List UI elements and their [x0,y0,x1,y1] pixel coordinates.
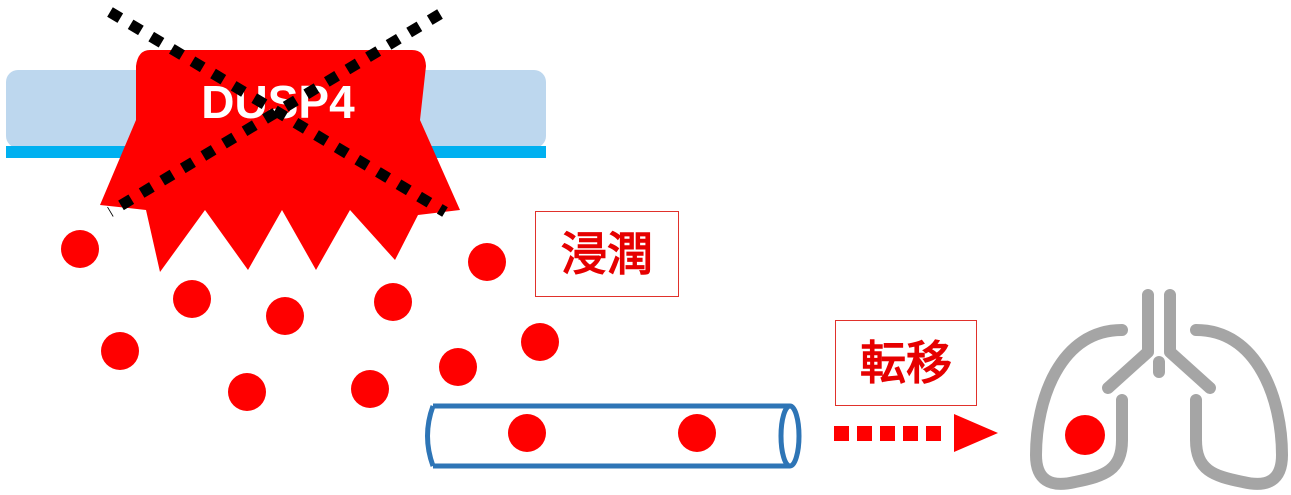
protein-shape [100,50,460,272]
cancer-cell [266,297,304,335]
cancer-cell [228,373,266,411]
cancer-cell [173,280,211,318]
trachea [1102,289,1154,394]
cross-out-mark [107,7,448,217]
blood-vessel [425,403,802,469]
lung-icon [1030,289,1288,490]
cancer-cell [374,283,412,321]
invasion-label: 浸潤 [535,211,679,297]
arrow-head [954,414,998,452]
metastasis-label: 転移 [835,320,977,406]
cancer-cell [101,332,139,370]
vessel-opening [778,403,802,469]
cancer-cell-in-vessel [678,414,716,452]
cross-line-1 [107,7,448,217]
cancer-cell [468,243,506,281]
left-lung [1030,324,1128,490]
dotted-arrow [834,414,998,452]
dusp4-protein: DUSP4 [100,50,460,272]
trachea [1164,289,1216,394]
cancer-cell-in-vessel [508,414,546,452]
right-lung [1190,324,1288,490]
cancer-cell-in-lung [1065,415,1105,455]
cancer-cell [521,323,559,361]
blood-vessel-tube [425,403,790,469]
cancer-cell [351,370,389,408]
cross-line-2 [107,9,443,217]
cancer-cells [61,230,559,411]
cancer-cell [439,348,477,386]
cancer-cell [61,230,99,268]
